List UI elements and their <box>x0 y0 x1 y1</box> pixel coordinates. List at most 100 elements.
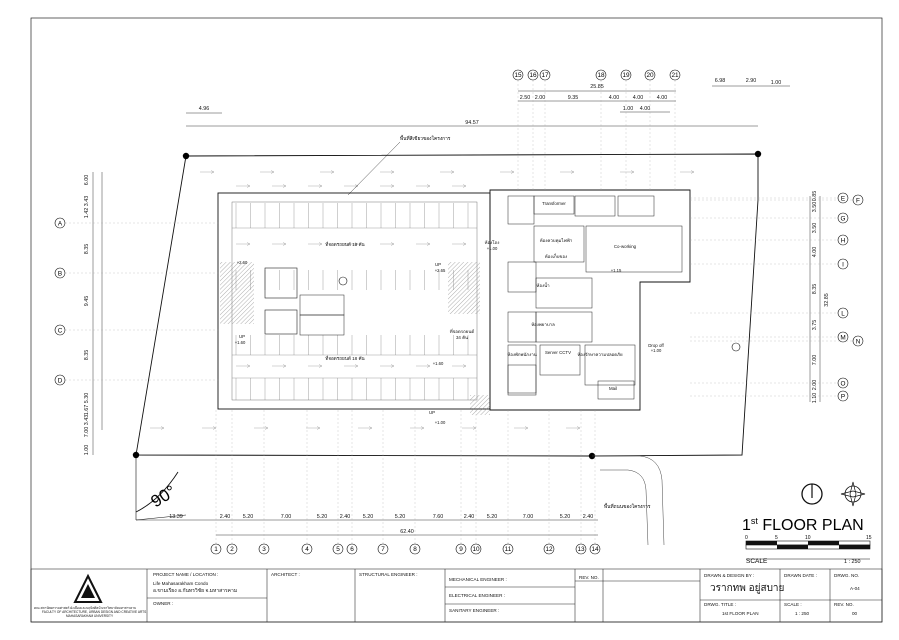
parking-label-upper: ที่จอดรถยนต์ 18 คัน <box>325 241 365 247</box>
grid-bubble-top <box>595 69 607 81</box>
electrical-label: ELECTRICAL ENGINEER : <box>449 593 505 598</box>
dim-top-left: 4.96 <box>199 106 210 112</box>
project-location: อ.ขามเรียง อ.กันทรวิชัย จ.มหาสารคาม <box>153 588 238 594</box>
scale-value: 1 : 250 <box>844 559 861 565</box>
grid-bubble-top-label: 21 <box>671 72 679 79</box>
grid-bubble-bottom <box>377 543 389 555</box>
title-block-frame <box>30 568 883 623</box>
bottom-note: พื้นที่ถนนของโครงการ <box>604 502 651 510</box>
level-mark: +1.00 <box>651 348 662 353</box>
room-labels: ที่จอดรถยนต์ 18 คันที่จอดรถยนต์ 18 คันที… <box>235 201 665 425</box>
grid-bubble-right-label: H <box>841 237 846 244</box>
drwg-no: A-04 <box>850 586 860 591</box>
grid-bubble-bottom-label: 1 <box>214 546 218 553</box>
dim-top-row3: 4.00 <box>640 106 651 112</box>
dim-top-row2: 2.00 <box>535 95 546 101</box>
dim-right: 3.75 <box>812 320 818 331</box>
grid-bubble-left <box>54 374 66 386</box>
room-label: ห้องเก็บของ <box>545 252 567 259</box>
dim-right: 3.50 <box>812 223 818 234</box>
titleblock-scale-label: SCALE : <box>784 602 802 607</box>
faculty-th: คณะสถาปัตยกรรมศาสตร์ ผังเมืองและนฤมิตศิล… <box>34 606 137 610</box>
dim-left: 1.42 <box>84 208 90 219</box>
dim-bottom: 13.39 <box>169 514 183 520</box>
project-label: PROJECT NAME / LOCATION : <box>153 572 219 577</box>
university-logo <box>73 573 103 603</box>
ramp-note: UP <box>435 262 441 267</box>
drwg-title-label: DRWG. TITLE : <box>704 602 736 607</box>
grid-bubble-bottom-label: 3 <box>262 546 266 553</box>
architect-label: ARCHITECT : <box>271 572 300 577</box>
dim-bottom: 2.40 <box>220 514 231 520</box>
parking-stalls <box>232 203 477 400</box>
dim-left: 1.00 <box>84 445 90 456</box>
grid-bubble-right-label: N <box>856 338 861 345</box>
grid-bubble-bottom <box>470 543 482 555</box>
grid-bubble-top <box>644 69 656 81</box>
grid-bubble-top <box>527 69 539 81</box>
level-mark: +1.00 <box>487 246 498 251</box>
dim-bottom: 5.20 <box>487 514 498 520</box>
dim-right: 8.35 <box>812 284 818 295</box>
dim-bottom: 5.20 <box>243 514 254 520</box>
grid-bubble-bottom-label: 4 <box>305 546 309 553</box>
grid-bubble-bottom <box>502 543 514 555</box>
grid-bubble-bottom <box>332 543 344 555</box>
dim-top-row1: 1.00 <box>771 80 782 86</box>
dim-bottom: 2.40 <box>340 514 351 520</box>
svg-text:5: 5 <box>775 535 778 541</box>
drawn-name: วรากทพ อยู่สบาย <box>710 583 785 594</box>
room-label: Co-working <box>614 244 637 249</box>
level-mark: +1.00 <box>435 420 446 425</box>
dim-overall-bottom: 62.40 <box>400 529 414 535</box>
dim-right: 3.50 <box>812 202 818 213</box>
rev-value: 00 <box>852 611 858 616</box>
service-rooms <box>507 195 683 400</box>
grid-bubble-right-label: I <box>842 261 844 268</box>
grid-bubble-right <box>837 307 849 319</box>
grid-bubble-top-label: 19 <box>622 72 630 79</box>
rev-label: REV. NO. <box>834 602 854 607</box>
grid-bubble-top <box>620 69 632 81</box>
compass-rose <box>840 481 866 507</box>
grid-bubble-bottom-label: 10 <box>472 546 480 553</box>
titleblock-scale-value: 1 : 250 <box>795 611 810 616</box>
grid-bubble-bottom <box>258 543 270 555</box>
dim-left: 9.45 <box>84 296 90 307</box>
level-mark: +1.15 <box>611 268 622 273</box>
dim-left: 6.00 <box>84 175 90 186</box>
dim-bottom: 7.00 <box>523 514 534 520</box>
parking-label-lower: ที่จอดรถยนต์ 18 คัน <box>325 355 365 361</box>
room-label: Server CCTV <box>545 350 571 355</box>
grid-bubble-right-label: P <box>841 393 845 400</box>
rev-no-label: REV. NO. <box>579 575 599 580</box>
grid-bubble-right-label: G <box>841 215 846 222</box>
grid-bubble-left-label: B <box>58 270 62 277</box>
ramp-hatch-bottom <box>470 395 490 415</box>
grid-bubble-left-label: C <box>58 327 63 334</box>
dim-right: 4.00 <box>812 247 818 258</box>
level-mark: +1.60 <box>433 361 444 366</box>
room-label: Drop off <box>648 343 664 348</box>
grid-bubble-right-label: E <box>841 195 845 202</box>
grid-bubble-top <box>669 69 681 81</box>
parking-label-middle-2: 34 คัน <box>456 335 468 340</box>
grid-bubble-left <box>54 324 66 336</box>
top-note: พื้นที่สีเขียวของโครงการ <box>400 134 451 142</box>
dim-bottom: 5.20 <box>363 514 374 520</box>
grid-bubble-top-label: 16 <box>529 72 537 79</box>
drwg-title: 1st FLOOR PLAN <box>722 611 759 616</box>
dim-left: 3.43 <box>84 415 90 426</box>
dim-right: 7.00 <box>812 355 818 366</box>
grid-bubble-bottom <box>346 543 358 555</box>
room-label: ห้องควบคุมไฟฟ้า <box>540 238 573 244</box>
grid-bubble-bottom-label: 14 <box>591 546 599 553</box>
dim-bottom: 2.40 <box>464 514 475 520</box>
grid-bubble-bottom-label: 8 <box>413 546 417 553</box>
grid-bubble-bottom <box>226 543 238 555</box>
lobby-label: ห้องโถง <box>485 239 500 245</box>
grid-bubble-bottom <box>301 543 313 555</box>
svg-text:15: 15 <box>866 535 872 541</box>
